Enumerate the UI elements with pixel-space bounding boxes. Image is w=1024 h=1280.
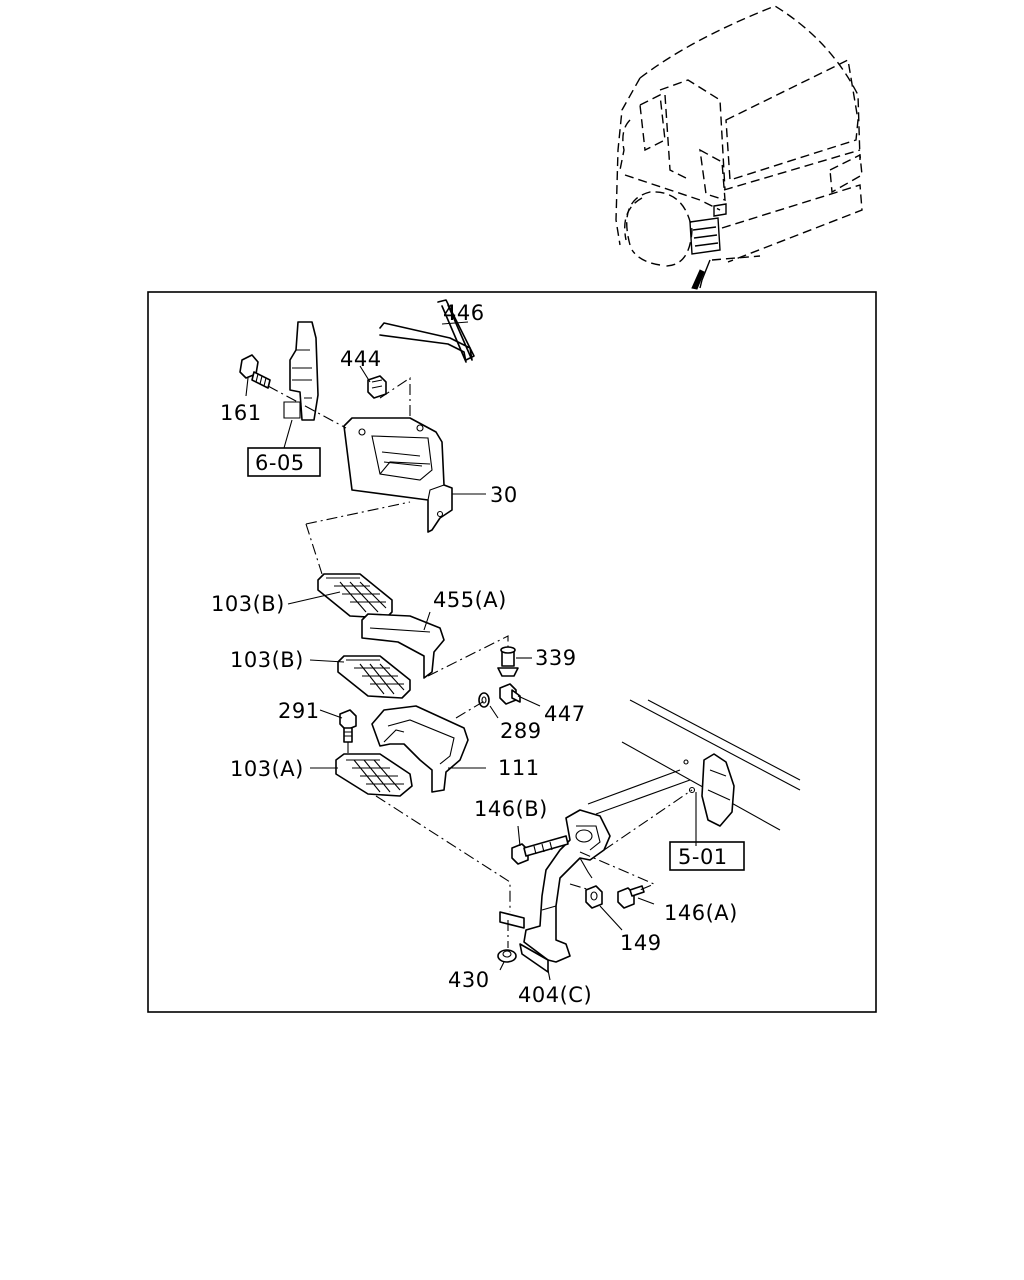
detail-frame (147, 291, 877, 1013)
ref-box-501 (669, 841, 745, 871)
part-404c-step-arm (499, 809, 611, 973)
part-430-nut (497, 949, 517, 963)
mount-bracket (283, 321, 319, 421)
label-103a: 103(A) (230, 757, 304, 781)
label-447: 447 (544, 702, 586, 726)
part-289-washer (478, 692, 490, 708)
assembly-lines (267, 376, 693, 948)
label-291: 291 (278, 699, 320, 723)
label-430: 430 (448, 968, 490, 992)
label-444: 444 (340, 347, 382, 371)
part-291-bolt (339, 709, 357, 743)
label-111: 111 (498, 756, 540, 780)
leader-lines (245, 321, 697, 981)
label-103b-lower: 103(B) (230, 648, 304, 672)
ref-501-text: 5-01 (678, 845, 728, 869)
truck-cab-locator-view (615, 5, 863, 290)
label-30: 30 (490, 483, 518, 507)
part-447-bolt (499, 683, 521, 705)
label-146a: 146(A) (664, 901, 738, 925)
part-149-nut (585, 885, 603, 909)
ref-box-605 (247, 447, 321, 477)
part-30-step-bracket (343, 417, 453, 533)
part-146b-bolt (511, 835, 569, 865)
ref-605-text: 6-05 (255, 451, 305, 475)
part-103b-lower-tread (337, 655, 411, 699)
part-103b-upper-tread (317, 573, 393, 619)
part-146a-bolt (617, 885, 645, 909)
label-339: 339 (535, 646, 577, 670)
label-446: 446 (443, 301, 485, 325)
chassis-frame (587, 699, 801, 831)
label-149: 149 (620, 931, 662, 955)
part-339-pin (497, 646, 519, 677)
part-161-bolt (239, 354, 271, 389)
label-146b: 146(B) (474, 797, 548, 821)
label-103b-upper: 103(B) (211, 592, 285, 616)
part-455a-bracket (361, 613, 445, 679)
label-161: 161 (220, 401, 262, 425)
part-446-rod (379, 299, 475, 363)
label-455a: 455(A) (433, 588, 507, 612)
label-404c: 404(C) (518, 983, 592, 1007)
label-289: 289 (500, 719, 542, 743)
part-103a-tread (335, 753, 413, 797)
part-444-bolt (367, 375, 387, 399)
part-111-bracket (371, 705, 469, 793)
